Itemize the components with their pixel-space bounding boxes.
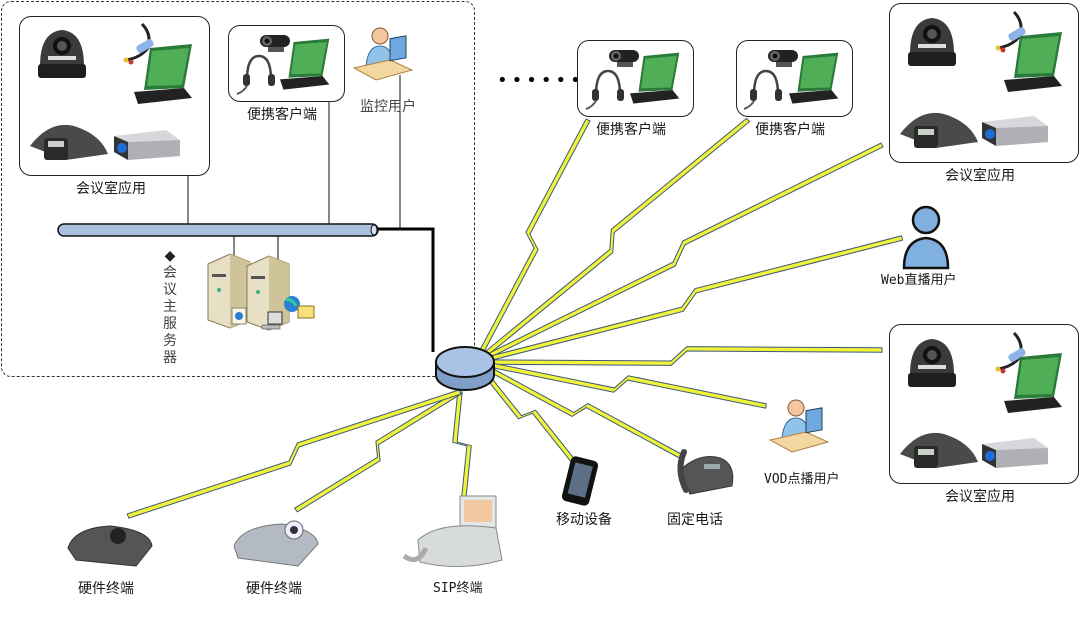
lan-bus-end <box>370 224 378 236</box>
conference-room-label-lan: 会议室应用 <box>76 181 146 197</box>
wireless-link-hardware-terminal-1 <box>126 389 462 519</box>
hardware-terminal-label-1: 硬件终端 <box>78 581 134 597</box>
server-label: 会议主服务器 <box>163 265 177 366</box>
fixed-phone-label: 固定电话 <box>667 512 723 528</box>
portable-client-label-1: 便携客户端 <box>596 122 666 138</box>
wireless-link-conference-room-top <box>474 142 884 365</box>
conference-room-box-lan <box>19 16 210 176</box>
wireless-link-sip-terminal <box>452 391 472 497</box>
conference-room-label-bottom: 会议室应用 <box>945 489 1015 505</box>
wireless-link-portable-client-2 <box>473 117 751 365</box>
web-user-label: Web直播用户 <box>881 273 957 288</box>
conference-room-box-bottom <box>889 324 1079 484</box>
server-label-bullet: ◆ <box>164 248 176 264</box>
lan-bus <box>57 223 379 237</box>
portable-client-box-1 <box>577 40 694 117</box>
wireless-link-vod-user <box>475 359 767 409</box>
vod-user-label: VOD点播用户 <box>764 472 840 487</box>
conference-room-label-top: 会议室应用 <box>945 168 1015 184</box>
monitor-user-label: 监控用户 <box>360 99 416 115</box>
wireless-link-conference-room-bottom <box>475 346 883 366</box>
mobile-device-label: 移动设备 <box>556 512 612 528</box>
portable-client-box-2 <box>736 40 853 117</box>
wireless-link-fixed-phone <box>474 359 686 461</box>
lan-zone-border <box>1 1 475 377</box>
hardware-terminal-label-2: 硬件终端 <box>246 581 302 597</box>
wireless-link-hardware-terminal-2 <box>293 389 463 513</box>
more-clients-ellipsis: •••••• <box>497 70 585 91</box>
portable-client-label-lan: 便携客户端 <box>247 107 317 123</box>
wireless-link-web-user <box>474 235 904 365</box>
wireless-link-portable-client-1 <box>473 118 591 364</box>
sip-terminal-label: SIP终端 <box>433 581 483 596</box>
wired-link-bus-to-hub <box>378 227 435 352</box>
portable-client-box-lan <box>228 25 345 102</box>
portable-client-label-2: 便携客户端 <box>755 122 825 138</box>
conference-room-box-top <box>889 3 1079 163</box>
network-hub <box>435 346 495 391</box>
